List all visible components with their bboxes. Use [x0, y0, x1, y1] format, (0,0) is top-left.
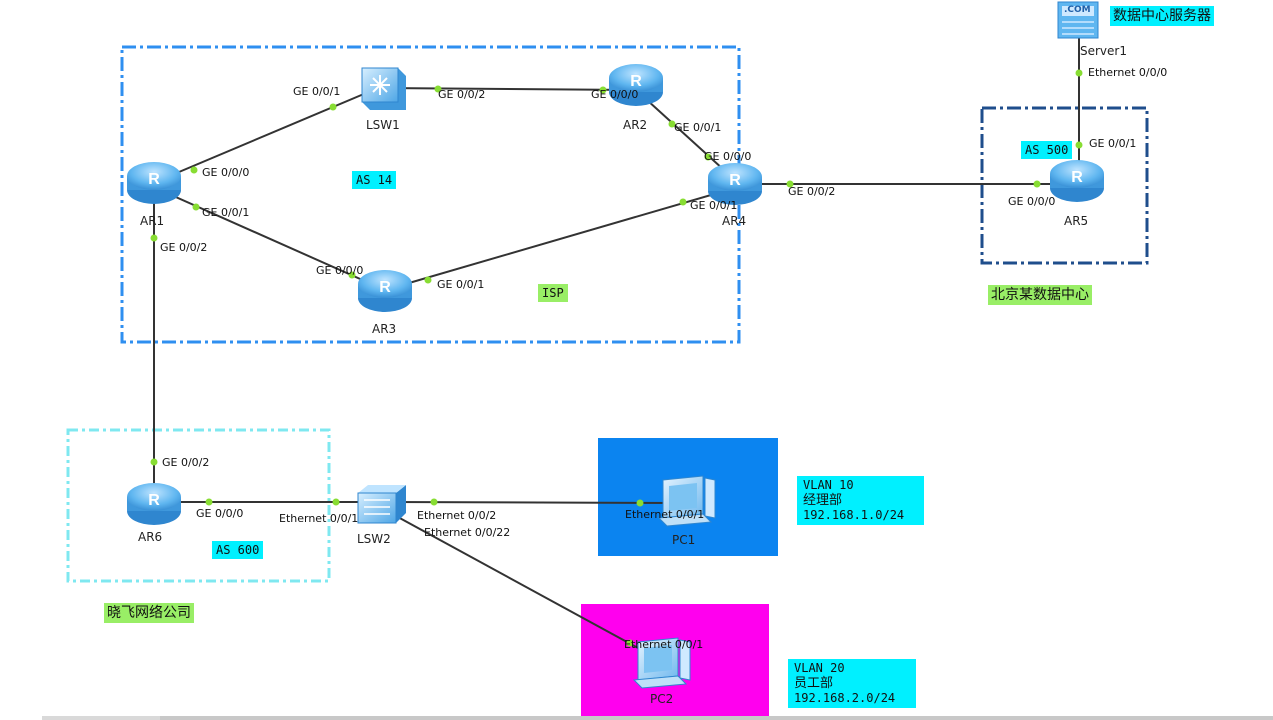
pc2-computer-icon[interactable] [632, 637, 691, 689]
svg-text:R: R [148, 492, 160, 509]
isp-zone-border [120, 45, 741, 344]
device-label-pc2: PC2 [650, 692, 674, 706]
device-label-lsw1: LSW1 [366, 118, 400, 132]
vlan20-subnet: 192.168.2.0/24 [794, 691, 896, 705]
port-label: GE 0/0/2 [160, 241, 208, 254]
svg-text:R: R [630, 73, 642, 90]
port-dot [424, 276, 432, 284]
port-dot [786, 180, 794, 188]
port-label: GE 0/0/2 [438, 88, 486, 101]
device-label-lsw2: LSW2 [357, 532, 391, 546]
router-icon[interactable]: R [1050, 160, 1104, 202]
device-label-pc1: PC1 [672, 533, 696, 547]
device-label-ar6: AR6 [138, 530, 163, 544]
port-label: GE 0/0/1 [1089, 137, 1137, 150]
port-dot [599, 86, 607, 94]
port-dot [348, 271, 356, 279]
lsw1-switch-icon[interactable] [361, 67, 406, 110]
port-label: GE 0/0/0 [591, 88, 639, 101]
link-ar1-lsw1 [159, 87, 379, 181]
port-dot [626, 639, 634, 647]
port-dot [332, 498, 340, 506]
device-label-ar5: AR5 [1064, 214, 1089, 228]
link-ar3-ar4 [384, 187, 736, 291]
svg-text:R: R [1071, 169, 1083, 186]
router-icon[interactable]: R [609, 64, 663, 106]
port-label: GE 0/0/1 [690, 199, 738, 212]
port-label: GE 0/0/1 [674, 121, 722, 134]
port-dot [434, 85, 442, 93]
port-dot [150, 234, 158, 242]
port-label: GE 0/0/2 [162, 456, 210, 469]
port-label: Ethernet 0/0/2 [417, 509, 497, 522]
bottom-scrollbar-thumb[interactable] [160, 716, 1273, 720]
vlan20-name: 员工部 [794, 676, 834, 691]
port-dot [205, 498, 213, 506]
port-label: Ethernet 0/0/1 [624, 638, 704, 651]
link-lsw1-ar2 [379, 87, 637, 91]
port-dot [679, 198, 687, 206]
port-label: GE 0/0/0 [316, 264, 364, 277]
as14-tag: AS 14 [352, 171, 397, 189]
port-label: GE 0/0/0 [1008, 195, 1056, 208]
pc1-computer-icon[interactable] [657, 475, 716, 527]
vlan10-id: VLAN 10 [803, 478, 854, 492]
port-dot [192, 203, 200, 211]
device-label-ar2: AR2 [623, 118, 648, 132]
svg-text:R: R [729, 172, 741, 189]
beijing-datacenter-title: 北京某数据中心 [988, 285, 1092, 305]
port-label: GE 0/0/0 [704, 150, 752, 163]
server-com-badge: .COM [1064, 5, 1091, 15]
port-label: Ethernet 0/0/22 [424, 526, 511, 539]
isp-tag: ISP [538, 284, 568, 302]
device-label-ar3: AR3 [372, 322, 397, 336]
link-ar2-ar4 [635, 89, 736, 181]
router-icon[interactable]: R [708, 163, 762, 205]
device-label-server1: Server1 [1080, 44, 1127, 58]
port-label: GE 0/0/0 [202, 166, 250, 179]
port-dot [430, 498, 438, 506]
port-dot [1033, 180, 1041, 188]
port-label: Ethernet 0/0/1 [279, 512, 359, 525]
company-zone-border [66, 428, 331, 583]
port-label: Ethernet 0/0/0 [1088, 66, 1168, 79]
link-lsw2-pc2 [384, 509, 661, 661]
port-dot [704, 153, 712, 161]
server-description: 数据中心服务器 [1110, 6, 1214, 26]
port-label: GE 0/0/1 [202, 206, 250, 219]
port-label: GE 0/0/1 [293, 85, 341, 98]
as600-tag: AS 600 [212, 541, 264, 559]
port-dot [150, 458, 158, 466]
vlan10-subnet: 192.168.1.0/24 [803, 508, 905, 522]
router-icon[interactable]: R [358, 270, 412, 312]
port-dot [329, 103, 337, 111]
vlan20-info: VLAN 20 员工部 192.168.2.0/24 [788, 659, 916, 708]
vlan20-id: VLAN 20 [794, 661, 845, 675]
port-dot [668, 120, 676, 128]
server1-icon[interactable] [1057, 1, 1099, 39]
port-dot [190, 166, 198, 174]
port-label: GE 0/0/2 [788, 185, 836, 198]
port-label: GE 0/0/1 [437, 278, 485, 291]
device-label-ar1: AR1 [140, 214, 165, 228]
port-dot [636, 499, 644, 507]
port-label: GE 0/0/0 [196, 507, 244, 520]
port-dot [1075, 141, 1083, 149]
lsw2-switch-icon[interactable] [357, 485, 406, 524]
port-dot [1075, 69, 1083, 77]
device-label-ar4: AR4 [722, 214, 747, 228]
as500-tag: AS 500 [1021, 141, 1073, 159]
port-label: Ethernet 0/0/1 [625, 508, 705, 521]
router-icon[interactable]: R [127, 162, 181, 204]
vlan10-name: 经理部 [803, 493, 843, 508]
router-icon[interactable]: R [127, 483, 181, 525]
svg-text:R: R [148, 171, 160, 188]
svg-text:R: R [379, 279, 391, 296]
link-lsw2-pc1 [384, 501, 681, 504]
datacenter-zone-border [980, 106, 1149, 265]
vlan10-info: VLAN 10 经理部 192.168.1.0/24 [797, 476, 924, 525]
company-title: 晓飞网络公司 [104, 603, 194, 623]
